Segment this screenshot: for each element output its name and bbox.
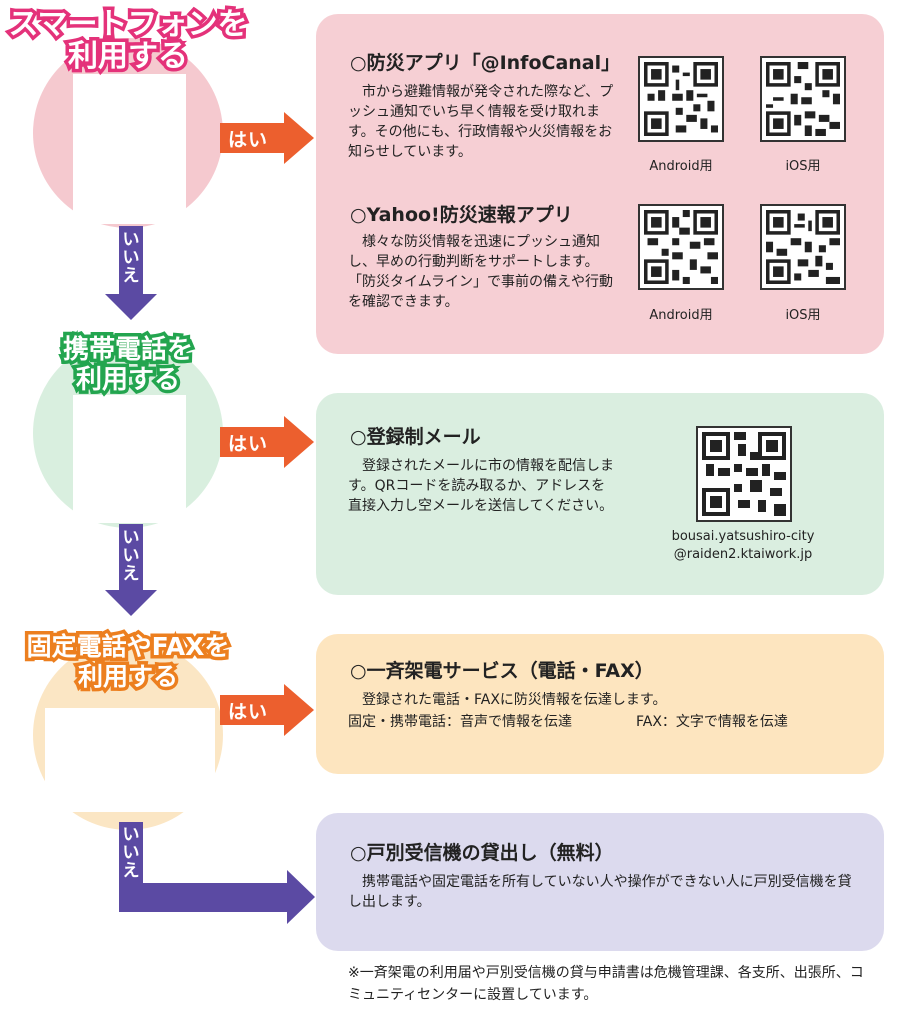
landline-title-line1: 固定電話やFAXを [23, 631, 233, 663]
qr-infocanal-ios [760, 56, 846, 142]
yes-label: はい [228, 129, 269, 151]
mobile-title-line1: 携帯電話を [59, 334, 196, 367]
call-title: ○一斉架電サービス（電話・FAX） [350, 660, 654, 682]
no-arrow-head [105, 590, 157, 616]
no-label: いいえ [122, 230, 140, 286]
yes-label: はい [228, 701, 269, 723]
mobile-title: 携帯電話を 利用する [0, 334, 256, 397]
yes-arrow-3: はい [220, 684, 316, 736]
qr-mail [696, 426, 792, 522]
mail-address-line2: @raiden2.ktaiwork.jp [673, 547, 813, 562]
no-arrow-3-horizontal [119, 883, 289, 912]
mail-address-line1: bousai.yatsushiro-city [671, 529, 815, 544]
mail-title: ○登録制メール [350, 426, 481, 448]
no-arrow-3-head [287, 870, 315, 924]
footnote: ※一斉架電の利用届や戸別受信機の貸与申請書は危機管理課、各支所、出張所、コミュニ… [348, 965, 864, 1003]
yes-arrow-2: はい [220, 416, 316, 468]
yes-label: はい [228, 433, 269, 455]
infocanal-body: 市から避難情報が発令された際など、プッシュ通知でいち早く情報を受け取れます。その… [348, 84, 614, 160]
qr-yahoo-android [638, 204, 724, 290]
call-fax-line: FAX：文字で情報を伝達 [636, 714, 788, 730]
yes-arrow-head [284, 112, 314, 164]
qr-code-icon [644, 62, 718, 136]
smartphone-title: スマートフォンを 利用する [0, 6, 256, 75]
yes-arrow-1: はい [220, 112, 316, 164]
qr-caption: Android用 [649, 159, 713, 174]
qr-code-icon [766, 62, 840, 136]
receiver-panel [316, 813, 884, 951]
smartphone-title-line1: スマートフォンを [5, 6, 251, 43]
qr-yahoo-ios [760, 204, 846, 290]
yes-arrow-head [284, 684, 314, 736]
smartphone-photo [73, 74, 186, 224]
yahoo-body: 様々な防災情報を迅速にプッシュ通知し、早めの行動判断をサポートします。「防災タイ… [348, 234, 614, 310]
mail-body: 登録されたメールに市の情報を配信します。QRコードを読み取るか、アドレスを直接入… [348, 458, 614, 514]
qr-code-icon [766, 210, 840, 284]
qr-code-icon [702, 432, 786, 516]
qr-caption: iOS用 [785, 308, 821, 323]
yes-arrow-head [284, 416, 314, 468]
yes-arrow-bar [220, 695, 286, 725]
qr-caption: Android用 [649, 308, 713, 323]
receiver-body: 携帯電話や固定電話を所有していない人や操作ができない人に戸別受信機を貸し出します… [348, 874, 852, 910]
landline-title: 固定電話やFAXを 利用する [0, 631, 256, 693]
no-arrow-1: いいえ [105, 226, 157, 320]
call-voice-line: 固定・携帯電話：音声で情報を伝達 [348, 714, 572, 730]
qr-code-icon [644, 210, 718, 284]
yes-arrow-bar [220, 123, 286, 153]
yahoo-title: ○Yahoo!防災速報アプリ [350, 204, 573, 226]
landline-title-line2: 利用する [74, 661, 181, 693]
landline-photo [45, 708, 215, 812]
no-label: いいえ [122, 825, 140, 881]
receiver-title: ○戸別受信機の貸出し（無料） [350, 842, 614, 864]
mobile-photo [73, 395, 186, 523]
no-arrow-head [105, 294, 157, 320]
call-body: 登録された電話・FAXに防災情報を伝達します。 [348, 692, 667, 708]
qr-caption: iOS用 [785, 159, 821, 174]
qr-infocanal-android [638, 56, 724, 142]
call-panel [316, 634, 884, 774]
yes-arrow-bar [220, 427, 286, 457]
smartphone-title-line2: 利用する [65, 38, 192, 75]
mail-address: bousai.yatsushiro-city @raiden2.ktaiwork… [640, 528, 846, 564]
no-label: いいえ [122, 528, 140, 584]
no-arrow-2: いいえ [105, 524, 157, 616]
no-arrow-shaft [119, 524, 143, 592]
no-arrow-shaft [119, 226, 143, 296]
infocanal-title: ○防災アプリ「@InfoCanal」 [350, 52, 621, 74]
mobile-title-line2: 利用する [72, 364, 183, 397]
